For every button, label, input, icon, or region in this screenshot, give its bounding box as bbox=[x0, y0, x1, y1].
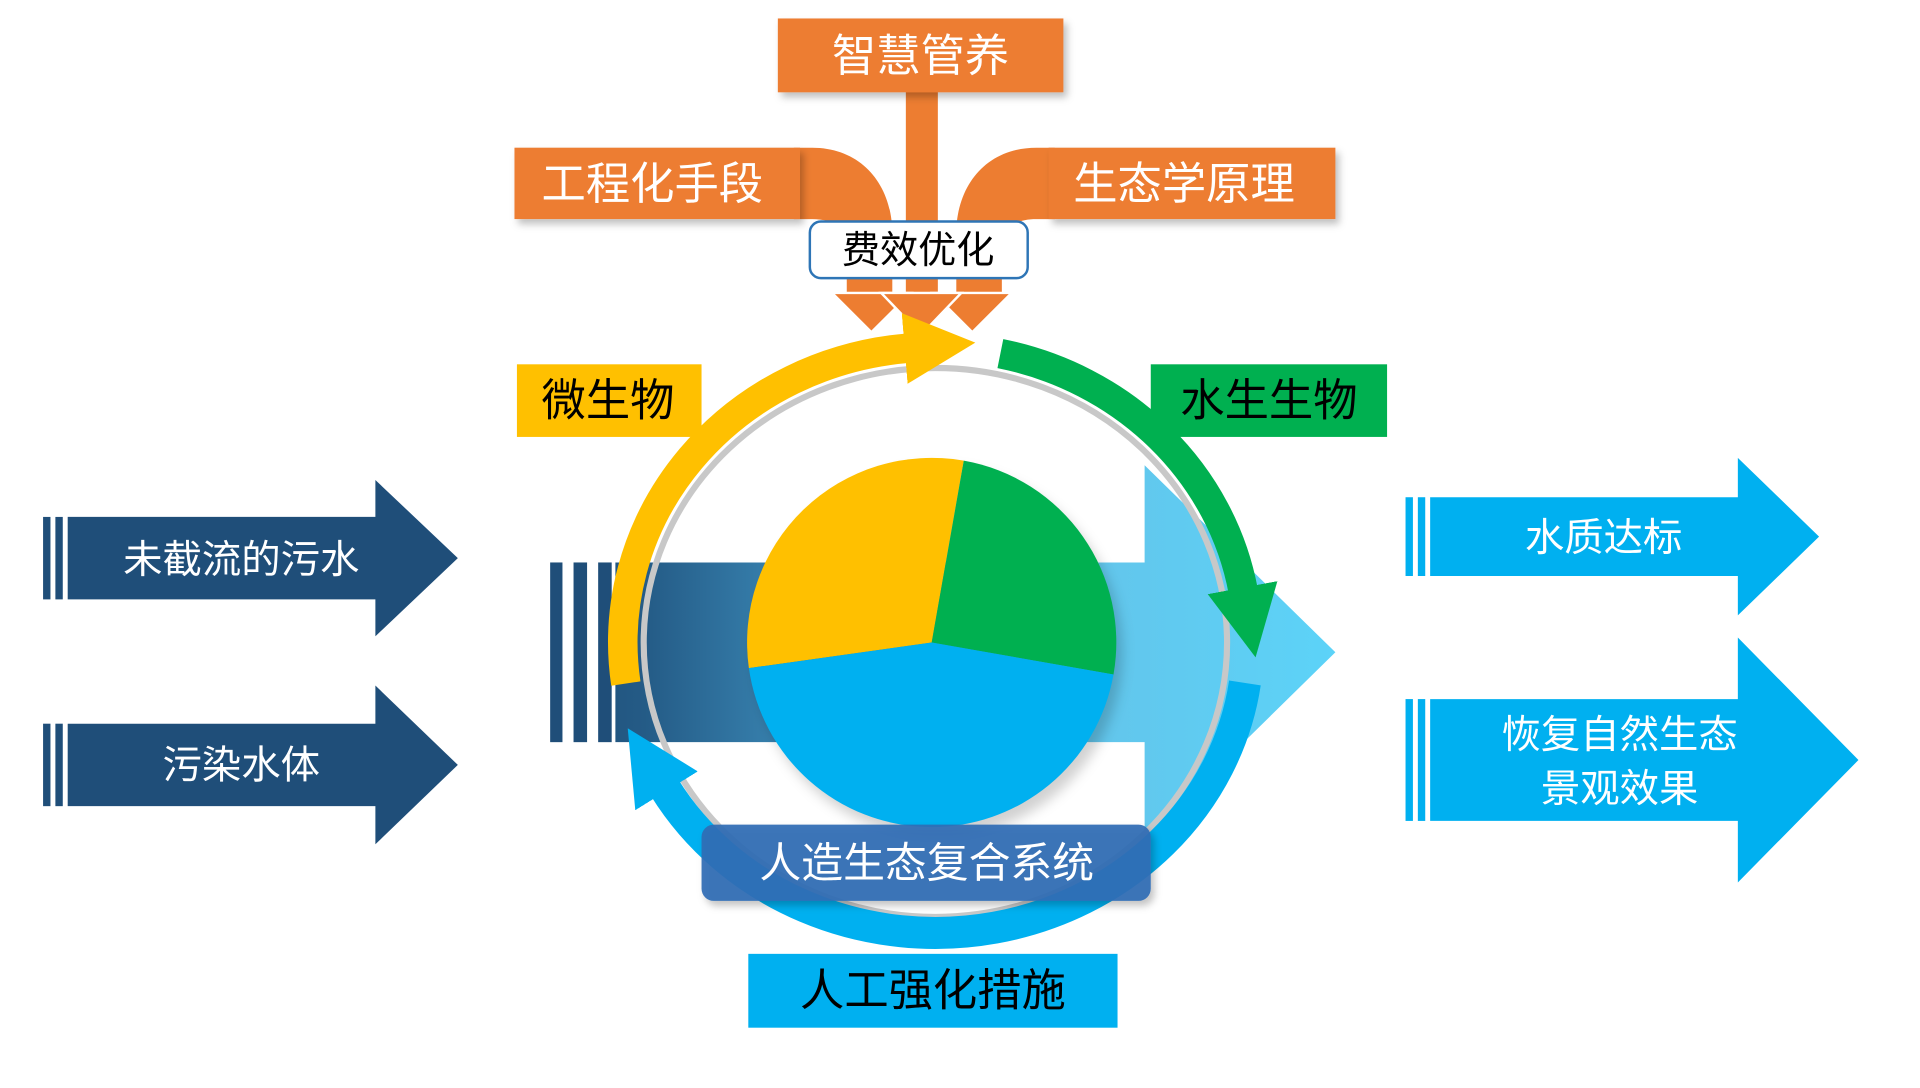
core-pie bbox=[747, 457, 1117, 828]
input-label-untreated-sewage: 未截流的污水 bbox=[123, 537, 359, 583]
top-inputs-group: 智慧管养 工程化手段 生态学原理 费效优化 bbox=[514, 18, 1336, 337]
engineering-label: 工程化手段 bbox=[542, 159, 764, 210]
ecology-box bbox=[1048, 147, 1336, 220]
output-label-landscape-line2: 景观效果 bbox=[1541, 766, 1699, 812]
output-label-landscape-line1: 恢复自然生态 bbox=[1502, 712, 1738, 758]
flow-stripe bbox=[550, 562, 563, 743]
microbes-label: 微生物 bbox=[542, 376, 675, 427]
arrow-stripe bbox=[1405, 699, 1413, 821]
management-label: 智慧管养 bbox=[832, 31, 1009, 82]
output-arrow-natural-landscape: 恢复自然生态 景观效果 bbox=[1405, 637, 1859, 883]
core-system-label: 人造生态复合系统 bbox=[759, 838, 1094, 887]
output-label-water-quality: 水质达标 bbox=[1525, 515, 1683, 561]
aquatic-life-box bbox=[1150, 364, 1388, 437]
artificial-measures-label: 人工强化措施 bbox=[800, 965, 1066, 1016]
arrow-shape bbox=[67, 480, 458, 637]
core-system-box bbox=[701, 824, 1151, 901]
management-box-bg bbox=[777, 18, 1064, 93]
output-arrow-water-quality: 水质达标 bbox=[1405, 457, 1820, 616]
arrow-stripe bbox=[1405, 497, 1413, 576]
input-arrow-untreated-sewage: 未截流的污水 bbox=[43, 480, 458, 637]
engineering-box bbox=[514, 147, 800, 220]
flow-stripe bbox=[573, 562, 588, 743]
arrow-shape bbox=[1430, 457, 1820, 616]
arrow-stripe bbox=[1417, 699, 1426, 821]
management-box bbox=[777, 18, 1064, 93]
pie-slice-artificial bbox=[748, 642, 1114, 828]
arrow-stripe bbox=[43, 723, 51, 807]
engineering-box-bg bbox=[514, 147, 800, 220]
arrow-stripe bbox=[1417, 497, 1426, 576]
arrow-stripe bbox=[55, 516, 63, 600]
microbes-box bbox=[516, 364, 702, 437]
input-arrow-polluted-water: 污染水体 bbox=[43, 685, 458, 845]
flow-stripe bbox=[598, 562, 612, 743]
aquatic-life-label: 水生生物 bbox=[1180, 376, 1357, 427]
arrow-shape bbox=[1430, 637, 1859, 883]
arrow-stripe bbox=[55, 723, 63, 807]
optimization-label: 费效优化 bbox=[842, 228, 995, 272]
aquatic-cycle-arc bbox=[997, 339, 1278, 658]
optimization-box bbox=[808, 220, 1029, 280]
microbe-cycle-arc bbox=[608, 313, 976, 686]
artificial-measures-box bbox=[748, 953, 1118, 1028]
ecology-label: 生态学原理 bbox=[1073, 159, 1295, 210]
arrow-stripe bbox=[43, 516, 51, 600]
ecology-box-bg bbox=[1048, 147, 1336, 220]
pie-slice-aquatic bbox=[931, 460, 1117, 675]
arrow-shape bbox=[67, 685, 458, 845]
input-label-polluted-water: 污染水体 bbox=[162, 743, 320, 789]
pie-slice-microbe bbox=[747, 457, 964, 669]
